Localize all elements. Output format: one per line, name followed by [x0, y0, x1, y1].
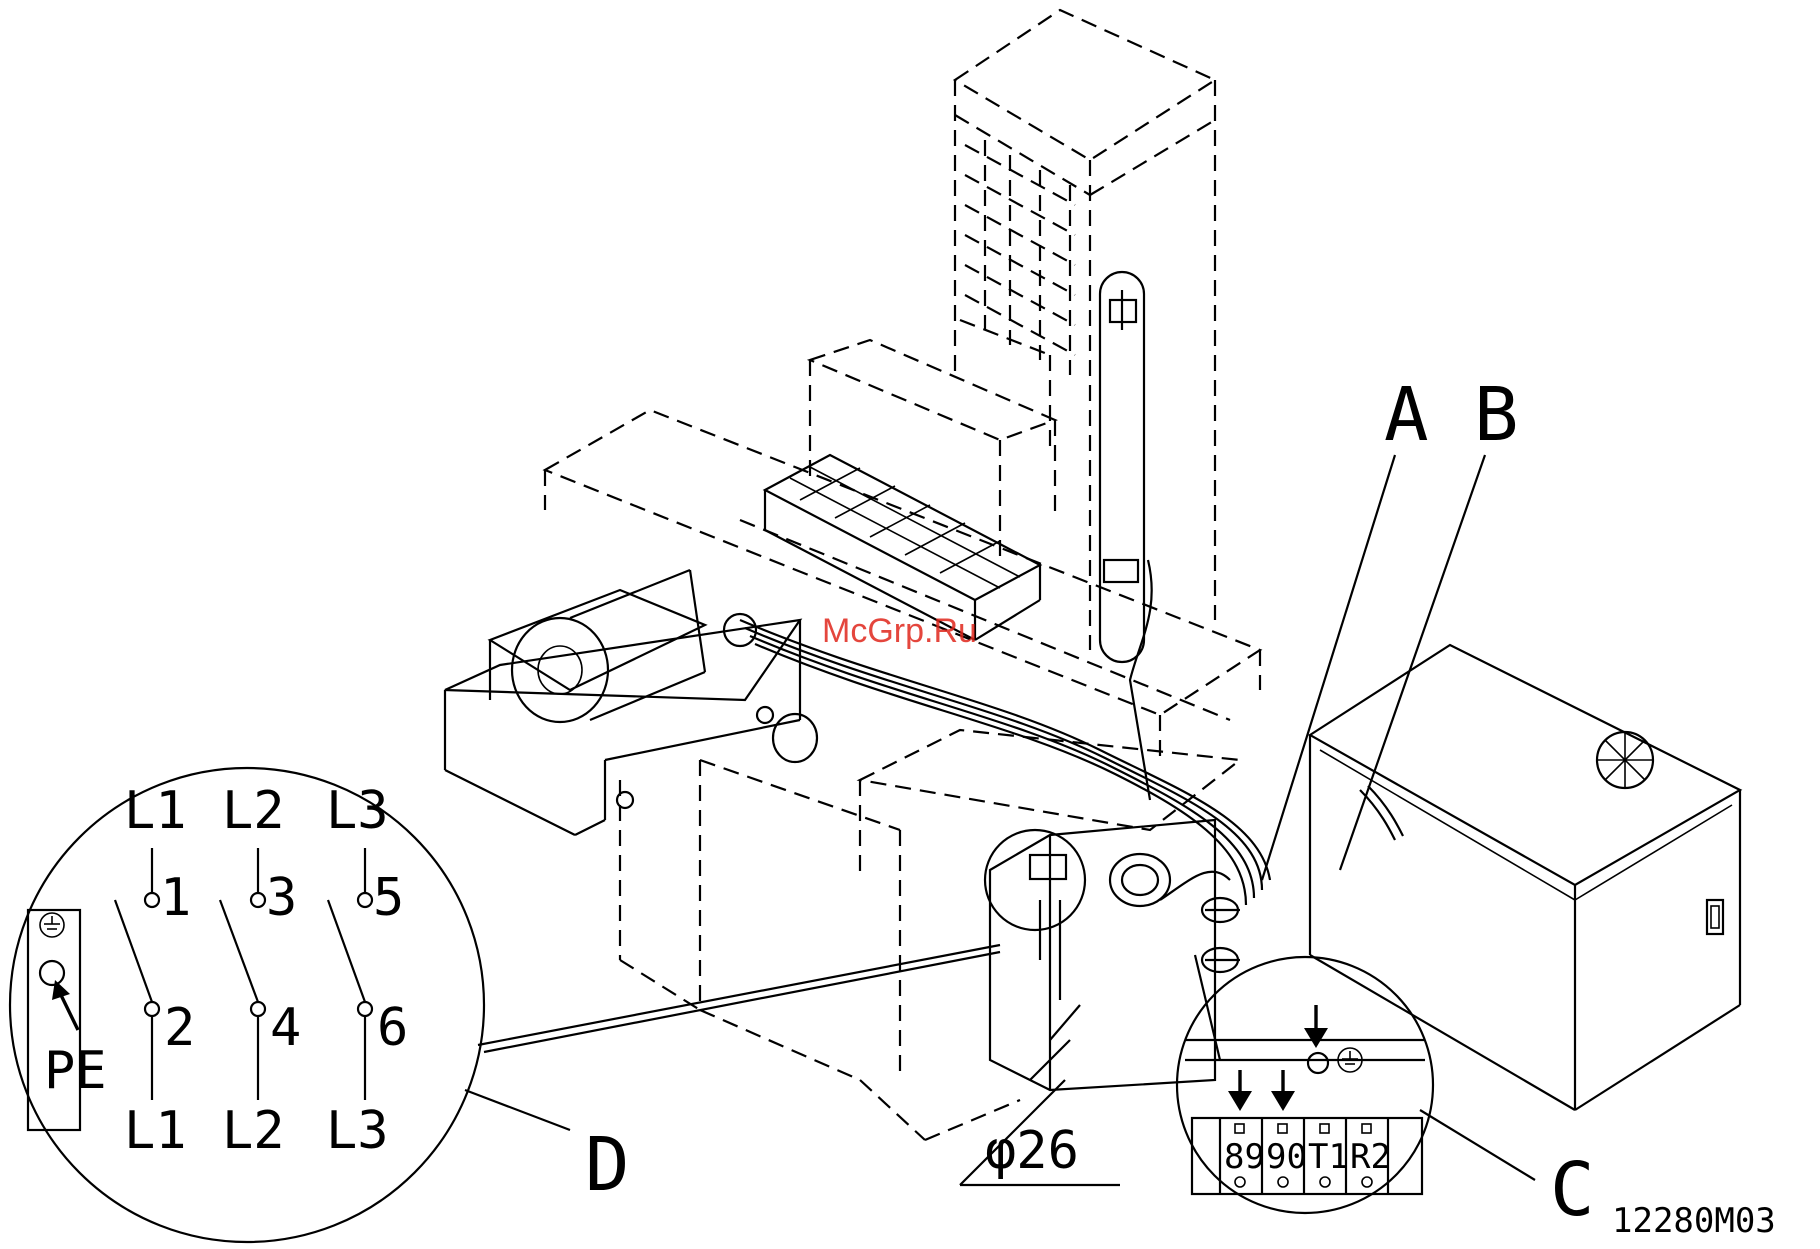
arrow-down-icon [1271, 1070, 1295, 1111]
arrow-down-icon [1228, 1070, 1252, 1111]
spindle-head [810, 320, 1055, 560]
watermark: McGrp.Ru [822, 612, 977, 650]
arrow-down-icon [1304, 1005, 1328, 1048]
bottom-label-l3: L3 [326, 1101, 389, 1161]
diameter-label: φ26 [985, 1121, 1079, 1181]
top-label-l1: L1 [124, 781, 187, 841]
top-label-l3: L3 [326, 781, 389, 841]
terminal-1: 1 [160, 868, 191, 928]
bottom-label-l1: L1 [124, 1101, 187, 1161]
terminal-box [985, 820, 1240, 1090]
bottom-label-l2: L2 [222, 1101, 285, 1161]
cable-bundle [740, 272, 1270, 905]
pe-label: PE [44, 1041, 107, 1101]
leader-lines [465, 455, 1535, 1185]
terminal-3: 3 [266, 868, 297, 928]
detail-d: PE L1 L2 L3 1 3 5 2 4 6 L1 L2 L3 [10, 768, 484, 1242]
callout-b: B [1474, 372, 1519, 458]
terminal-4: 4 [270, 998, 301, 1058]
top-label-l2: L2 [222, 781, 285, 841]
callout-d: D [585, 1122, 630, 1208]
callout-a: A [1384, 372, 1429, 458]
terminal-r2: R2 [1350, 1137, 1391, 1177]
terminal-90: 90 [1266, 1137, 1307, 1177]
terminal-6: 6 [377, 998, 408, 1058]
coolant-unit [445, 570, 817, 835]
terminal-t1: T1 [1308, 1137, 1349, 1177]
terminal-2: 2 [164, 998, 195, 1058]
callout-c: C [1550, 1147, 1595, 1233]
terminal-89: 89 [1224, 1137, 1265, 1177]
machine-column [955, 10, 1215, 650]
terminal-5: 5 [373, 868, 404, 928]
drawing-number: 12280M03 [1612, 1201, 1776, 1241]
ground-icon [40, 913, 64, 937]
arrow-icon [52, 980, 78, 1030]
